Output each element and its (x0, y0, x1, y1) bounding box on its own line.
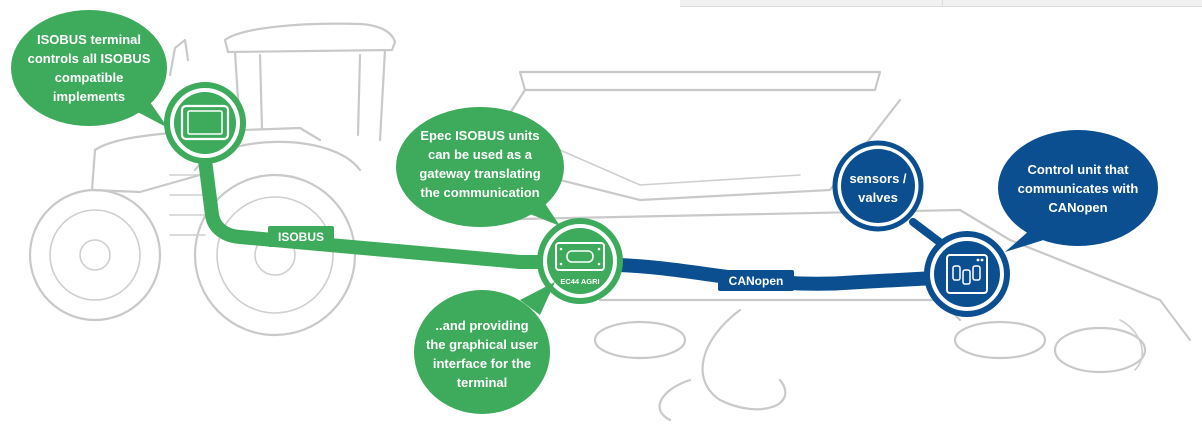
sensors-bubble: sensors / valves (835, 143, 950, 250)
gui-bubble-line-2: the graphical user (426, 337, 538, 352)
ec44-unit-label: EC44 AGRI (560, 277, 599, 286)
terminal-bubble-line-2: controls all ISOBUS (28, 51, 151, 66)
sensors-bubble-line-1: sensors / (849, 171, 906, 186)
control-bubble-line-2: communicates with (1018, 181, 1139, 196)
gateway-bubble-line-3: gateway translating (419, 166, 540, 181)
isobus-label-text: ISOBUS (278, 230, 324, 244)
terminal-node (167, 85, 243, 161)
gui-bubble-line-1: ..and providing (435, 318, 528, 333)
gui-bubble: ..and providing the graphical user inter… (414, 282, 555, 414)
control-bubble-line-3: CANopen (1048, 200, 1107, 215)
terminal-bubble-line-1: ISOBUS terminal (37, 32, 141, 47)
terminal-bubble-line-3: compatible (55, 70, 124, 85)
gui-bubble-line-4: terminal (457, 375, 508, 390)
gui-bubble-line-3: interface for the (433, 356, 531, 371)
control-unit-node (927, 234, 1007, 314)
canopen-label: CANopen (718, 270, 794, 291)
control-bubble: Control unit that communicates with CANo… (998, 130, 1158, 252)
terminal-bubble: ISOBUS terminal controls all ISOBUS comp… (11, 10, 168, 128)
canopen-label-text: CANopen (729, 274, 784, 288)
ec44-node: EC44 AGRI (540, 221, 620, 301)
gateway-bubble-line-2: can be used as a (428, 147, 533, 162)
gateway-bubble-line-4: the communication (420, 185, 539, 200)
sensors-bubble-line-2: valves (858, 190, 898, 205)
control-bubble-line-1: Control unit that (1027, 162, 1129, 177)
gateway-bubble-line-1: Epec ISOBUS units (420, 128, 539, 143)
terminal-bubble-line-4: implements (53, 89, 125, 104)
isobus-label: ISOBUS (268, 226, 334, 247)
gateway-bubble: Epec ISOBUS units can be used as a gatew… (396, 107, 564, 227)
